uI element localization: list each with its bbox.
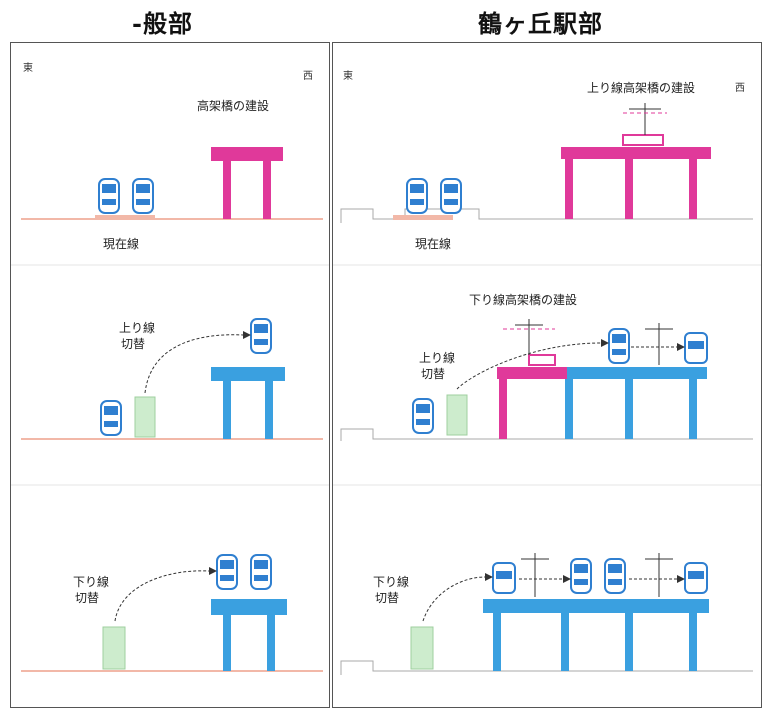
arrow-head <box>677 343 685 351</box>
switch-arrow <box>114 570 210 622</box>
up-line-label: 上り線 <box>119 321 156 335</box>
train-icon <box>98 178 120 214</box>
viaduct-under-construction <box>497 354 567 439</box>
current-track-bed <box>393 215 453 220</box>
viaduct-completed <box>565 367 707 439</box>
current-line-label: 現在線 <box>103 237 140 251</box>
temporary-structure <box>134 396 156 438</box>
down-line-label: 下り線 <box>373 575 410 589</box>
switch-arrow <box>144 334 244 394</box>
switch-label: 切替 <box>375 591 400 605</box>
arrow-head <box>243 331 251 339</box>
left-panel-diagram <box>11 147 329 672</box>
right-stage-2 <box>340 319 753 441</box>
train-icon <box>216 554 238 590</box>
left-panel: 東 西 高架橋の建設 現在線 上り線 切替 下り線 切替 <box>10 42 330 708</box>
arrow-head <box>485 573 493 581</box>
left-stage-1 <box>21 147 323 220</box>
ground-profile <box>340 208 753 223</box>
viaduct-under-construction <box>211 147 283 219</box>
switch-label: 切替 <box>121 337 146 351</box>
up-line-label: 上り線 <box>419 351 456 365</box>
switch-arrow <box>456 342 602 390</box>
current-line-label: 現在線 <box>415 237 452 251</box>
train-icon <box>684 332 708 364</box>
east-marker: 東 <box>23 63 33 74</box>
train-icon <box>412 398 434 434</box>
switch-arrow <box>422 576 486 622</box>
current-track-bed <box>95 215 155 220</box>
train-icon <box>250 554 272 590</box>
temporary-structure <box>102 626 126 670</box>
switch-label: 切替 <box>421 367 446 381</box>
catenary <box>623 103 667 135</box>
arrow-head <box>209 567 217 575</box>
left-stage-3 <box>21 554 323 672</box>
west-marker: 西 <box>303 71 313 82</box>
catenary <box>521 553 673 597</box>
arrow-head <box>677 575 685 583</box>
viaduct-completed <box>483 599 709 671</box>
catenary <box>503 319 673 365</box>
left-title: -般部 <box>132 9 193 38</box>
train-icon <box>132 178 154 214</box>
train-icon <box>604 558 626 594</box>
train-icon <box>406 178 428 214</box>
down-line-label: 下り線 <box>73 575 110 589</box>
train-icon <box>684 562 708 594</box>
right-stage-1 <box>340 103 753 223</box>
train-icon <box>570 558 592 594</box>
train-icon <box>608 328 630 364</box>
right-stage-3 <box>340 553 753 675</box>
viaduct-completed <box>211 599 287 671</box>
up-line-viaduct-construction-label: 上り線高架橋の建設 <box>587 81 696 95</box>
switch-label: 切替 <box>75 591 100 605</box>
temporary-structure <box>410 626 434 670</box>
viaduct-construction-label: 高架橋の建設 <box>197 99 270 113</box>
arrow-head <box>563 575 571 583</box>
left-stage-2 <box>21 318 323 440</box>
down-line-viaduct-construction-label: 下り線高架橋の建設 <box>469 293 578 307</box>
right-panel: 東 西 上り線高架橋の建設 現在線 下り線高架橋の建設 上り線 切替 下り線 切… <box>332 42 762 708</box>
arrow-head <box>601 339 609 347</box>
east-marker: 東 <box>343 71 353 82</box>
train-icon <box>250 318 272 354</box>
viaduct-under-construction <box>561 134 711 219</box>
train-icon <box>440 178 462 214</box>
temporary-structure <box>446 394 468 436</box>
train-icon <box>100 400 122 436</box>
train-icon <box>492 562 516 594</box>
west-marker: 西 <box>735 83 745 94</box>
viaduct-completed <box>211 367 285 439</box>
right-panel-diagram <box>333 103 761 675</box>
right-title: 鶴ヶ丘駅部 <box>478 9 603 38</box>
